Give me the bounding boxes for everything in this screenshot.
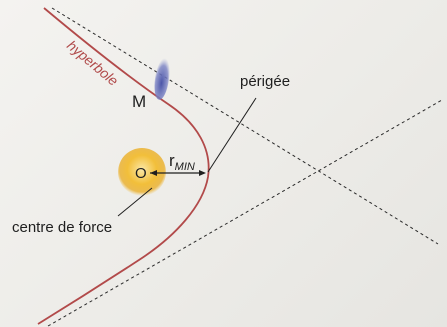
point-o-label: O [135, 165, 147, 182]
rmin-arrowhead-right [199, 170, 206, 176]
force-centre-leader-line [117, 187, 153, 217]
force-centre-label: centre de force [12, 219, 112, 236]
asymptote-upper [51, 7, 439, 245]
hyperbola-curve [37, 7, 210, 325]
rmin-arrowhead-left [150, 170, 157, 176]
asymptote-lower [47, 99, 443, 327]
rmin-symbol: r [169, 151, 175, 170]
moving-object-blur [154, 58, 170, 100]
force-centre-body [118, 148, 166, 196]
rmin-label: rMIN [169, 151, 195, 173]
perigee-label: périgée [240, 73, 290, 90]
point-m-label: M [132, 92, 146, 111]
perigee-leader-line [207, 97, 257, 173]
rmin-subscript: MIN [175, 161, 195, 173]
